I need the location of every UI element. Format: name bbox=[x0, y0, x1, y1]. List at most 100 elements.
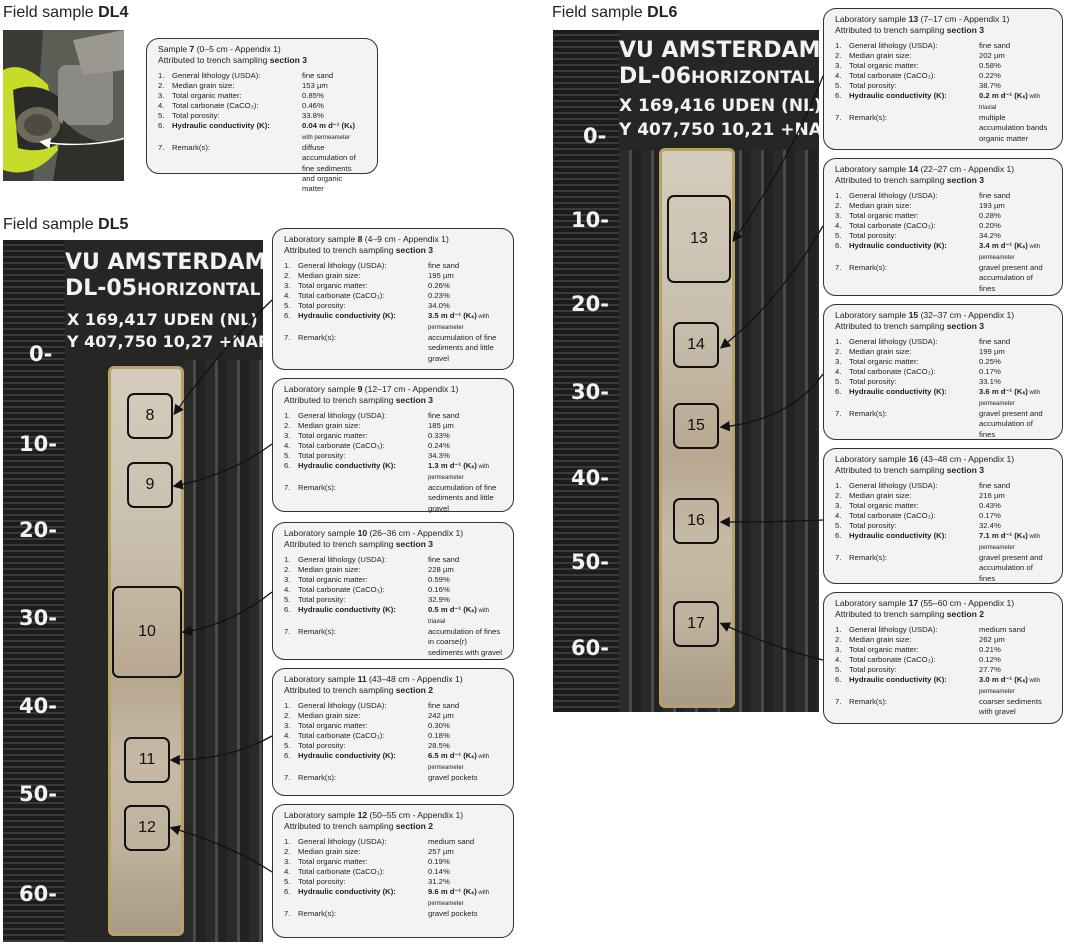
row-number: 1. bbox=[835, 624, 842, 634]
card-attribution: Attributed to trench sampling section 3 bbox=[835, 321, 985, 332]
core-box-8[interactable]: 8 bbox=[127, 393, 173, 439]
property-label: Total carbonate (CaCO₃): bbox=[849, 655, 936, 665]
core-box-11[interactable]: 11 bbox=[124, 737, 170, 783]
property-row: 4.Total carbonate (CaCO₃):0.24% bbox=[284, 441, 502, 451]
row-number: 6. bbox=[835, 241, 842, 251]
property-label: Median grain size: bbox=[298, 420, 361, 430]
property-row: 4.Total carbonate (CaCO₃):0.17% bbox=[835, 511, 1051, 521]
dl5-scale-strip bbox=[3, 240, 65, 942]
dl6-scale-60: 60- bbox=[571, 636, 609, 660]
core-box-13[interactable]: 13 bbox=[667, 195, 731, 283]
card-heading: Sample 7 (0–5 cm - Appendix 1) bbox=[158, 44, 281, 54]
row-number: 3. bbox=[284, 281, 291, 290]
row-number: 7. bbox=[284, 909, 291, 919]
property-row: 6.Hydraulic conductivity (K):3.5 m d⁻¹ (… bbox=[284, 311, 502, 333]
row-number: 5. bbox=[284, 741, 291, 751]
property-label: General lithology (USDA): bbox=[298, 260, 387, 270]
property-label: Total porosity: bbox=[298, 877, 346, 887]
arrow-8 bbox=[173, 299, 273, 416]
property-label: Remark(s): bbox=[298, 483, 337, 493]
property-label: Hydraulic conductivity (K): bbox=[298, 311, 396, 321]
property-label: Median grain size: bbox=[298, 564, 361, 574]
property-row: 5.Total porosity:33.8% bbox=[158, 111, 366, 121]
sample-card-11: Laboratory sample 11 (43–48 cm - Appendi… bbox=[272, 668, 514, 796]
property-label: Total porosity: bbox=[298, 451, 346, 461]
core-box-17[interactable]: 17 bbox=[673, 601, 719, 647]
card-heading: Laboratory sample 10 (26–36 cm - Appendi… bbox=[284, 528, 464, 538]
property-value: diffuse accumulation of fine sediments a… bbox=[302, 143, 356, 193]
core-box-10[interactable]: 10 bbox=[112, 586, 182, 678]
core-box-12[interactable]: 12 bbox=[124, 805, 170, 851]
arrow-16 bbox=[719, 516, 824, 528]
property-row: 3.Total organic matter:0.21% bbox=[835, 645, 1051, 655]
property-row: 4.Total carbonate (CaCO₃):0.20% bbox=[835, 221, 1051, 231]
card-heading: Laboratory sample 17 (55–60 cm - Appendi… bbox=[835, 598, 1015, 608]
row-number: 2. bbox=[835, 634, 842, 644]
sample-card-14: Laboratory sample 14 (22–27 cm - Appendi… bbox=[823, 158, 1063, 296]
arrow-12 bbox=[169, 825, 273, 873]
row-number: 1. bbox=[835, 190, 842, 200]
property-value: 0.30% bbox=[428, 721, 450, 730]
property-label: Total organic matter: bbox=[849, 211, 919, 220]
row-number: 4. bbox=[284, 867, 291, 877]
property-row: 7.Remark(s):accumulation of fine sedimen… bbox=[284, 333, 502, 363]
property-value: 0.25% bbox=[979, 357, 1001, 366]
row-number: 2. bbox=[835, 200, 842, 210]
property-value: 262 µm bbox=[979, 634, 1005, 644]
property-row: 2.Median grain size:153 µm bbox=[158, 81, 366, 91]
property-row: 7.Remark(s):diffuse accumulation of fine… bbox=[158, 143, 366, 194]
property-row: 3.Total organic matter:0.85% bbox=[158, 91, 366, 101]
property-label: Total carbonate (CaCO₃): bbox=[849, 221, 936, 231]
dl6-scale-strip bbox=[553, 30, 619, 712]
property-row: 4.Total carbonate (CaCO₃):0.12% bbox=[835, 655, 1051, 665]
row-number: 7. bbox=[284, 333, 291, 343]
property-label: General lithology (USDA): bbox=[298, 700, 387, 710]
property-row: 4.Total carbonate (CaCO₃):0.22% bbox=[835, 71, 1051, 81]
property-label: Hydraulic conductivity (K): bbox=[849, 675, 947, 685]
property-label: Median grain size: bbox=[849, 50, 912, 60]
property-row: 6.Hydraulic conductivity (K):3.4 m d⁻¹ (… bbox=[835, 241, 1051, 263]
property-label: Total organic matter: bbox=[849, 357, 919, 366]
property-row: 5.Total porosity:38.7% bbox=[835, 81, 1051, 91]
row-number: 1. bbox=[284, 700, 291, 710]
dl6-scale-30: 30- bbox=[571, 380, 609, 404]
dl6-stamp-line1: VU AMSTERDAM bbox=[619, 38, 819, 63]
property-value: 195 µm bbox=[428, 270, 454, 280]
card-attribution: Attributed to trench sampling section 3 bbox=[835, 465, 985, 476]
arrow-15 bbox=[719, 373, 824, 432]
property-row: 1.General lithology (USDA):fine sand bbox=[284, 701, 502, 711]
property-label: Median grain size: bbox=[849, 634, 912, 644]
property-value: 0.85% bbox=[302, 91, 324, 100]
property-label: Total carbonate (CaCO₃): bbox=[298, 731, 385, 741]
property-row: 3.Total organic matter:0.28% bbox=[835, 211, 1051, 221]
core-box-9[interactable]: 9 bbox=[127, 462, 173, 508]
row-number: 3. bbox=[835, 357, 842, 366]
property-row: 7.Remark(s):accumulation of fine sedimen… bbox=[284, 483, 502, 513]
dl5-scale-40: 40- bbox=[19, 694, 57, 718]
row-number: 1. bbox=[835, 480, 842, 490]
property-value: 153 µm bbox=[302, 80, 328, 90]
dl5-scale-50: 50- bbox=[19, 782, 57, 806]
property-row: 1.General lithology (USDA):fine sand bbox=[158, 71, 366, 81]
core-box-14[interactable]: 14 bbox=[673, 322, 719, 368]
row-number: 1. bbox=[284, 260, 291, 270]
property-label: Total porosity: bbox=[298, 301, 346, 311]
core-box-15[interactable]: 15 bbox=[673, 403, 719, 449]
property-label: Median grain size: bbox=[298, 270, 361, 280]
core-box-16[interactable]: 16 bbox=[673, 498, 719, 544]
property-row: 7.Remark(s):accumulation of fines in coa… bbox=[284, 627, 502, 657]
property-row: 6.Hydraulic conductivity (K):9.6 m d⁻¹ (… bbox=[284, 887, 502, 909]
property-label: General lithology (USDA): bbox=[298, 410, 387, 420]
property-value: 0.2 m d⁻¹ (Kₛ) with triaxial bbox=[979, 91, 1041, 112]
row-number: 4. bbox=[284, 731, 291, 741]
sample-card-9: Laboratory sample 9 (12–17 cm - Appendix… bbox=[272, 378, 514, 513]
property-value: accumulation of fines in coarse(r) sedim… bbox=[428, 627, 502, 657]
card-attribution: Attributed to trench sampling section 3 bbox=[284, 245, 434, 256]
card-heading: Laboratory sample 13 (7–17 cm - Appendix… bbox=[835, 14, 1010, 24]
card-heading: Laboratory sample 8 (4–9 cm - Appendix 1… bbox=[284, 234, 449, 244]
property-value: 0.17% bbox=[979, 511, 1001, 521]
row-number: 6. bbox=[284, 605, 291, 615]
property-value: 0.16% bbox=[428, 585, 450, 595]
property-label: Remark(s): bbox=[298, 333, 337, 343]
property-row: 3. Total organic matter: 0.25% bbox=[835, 357, 1051, 367]
